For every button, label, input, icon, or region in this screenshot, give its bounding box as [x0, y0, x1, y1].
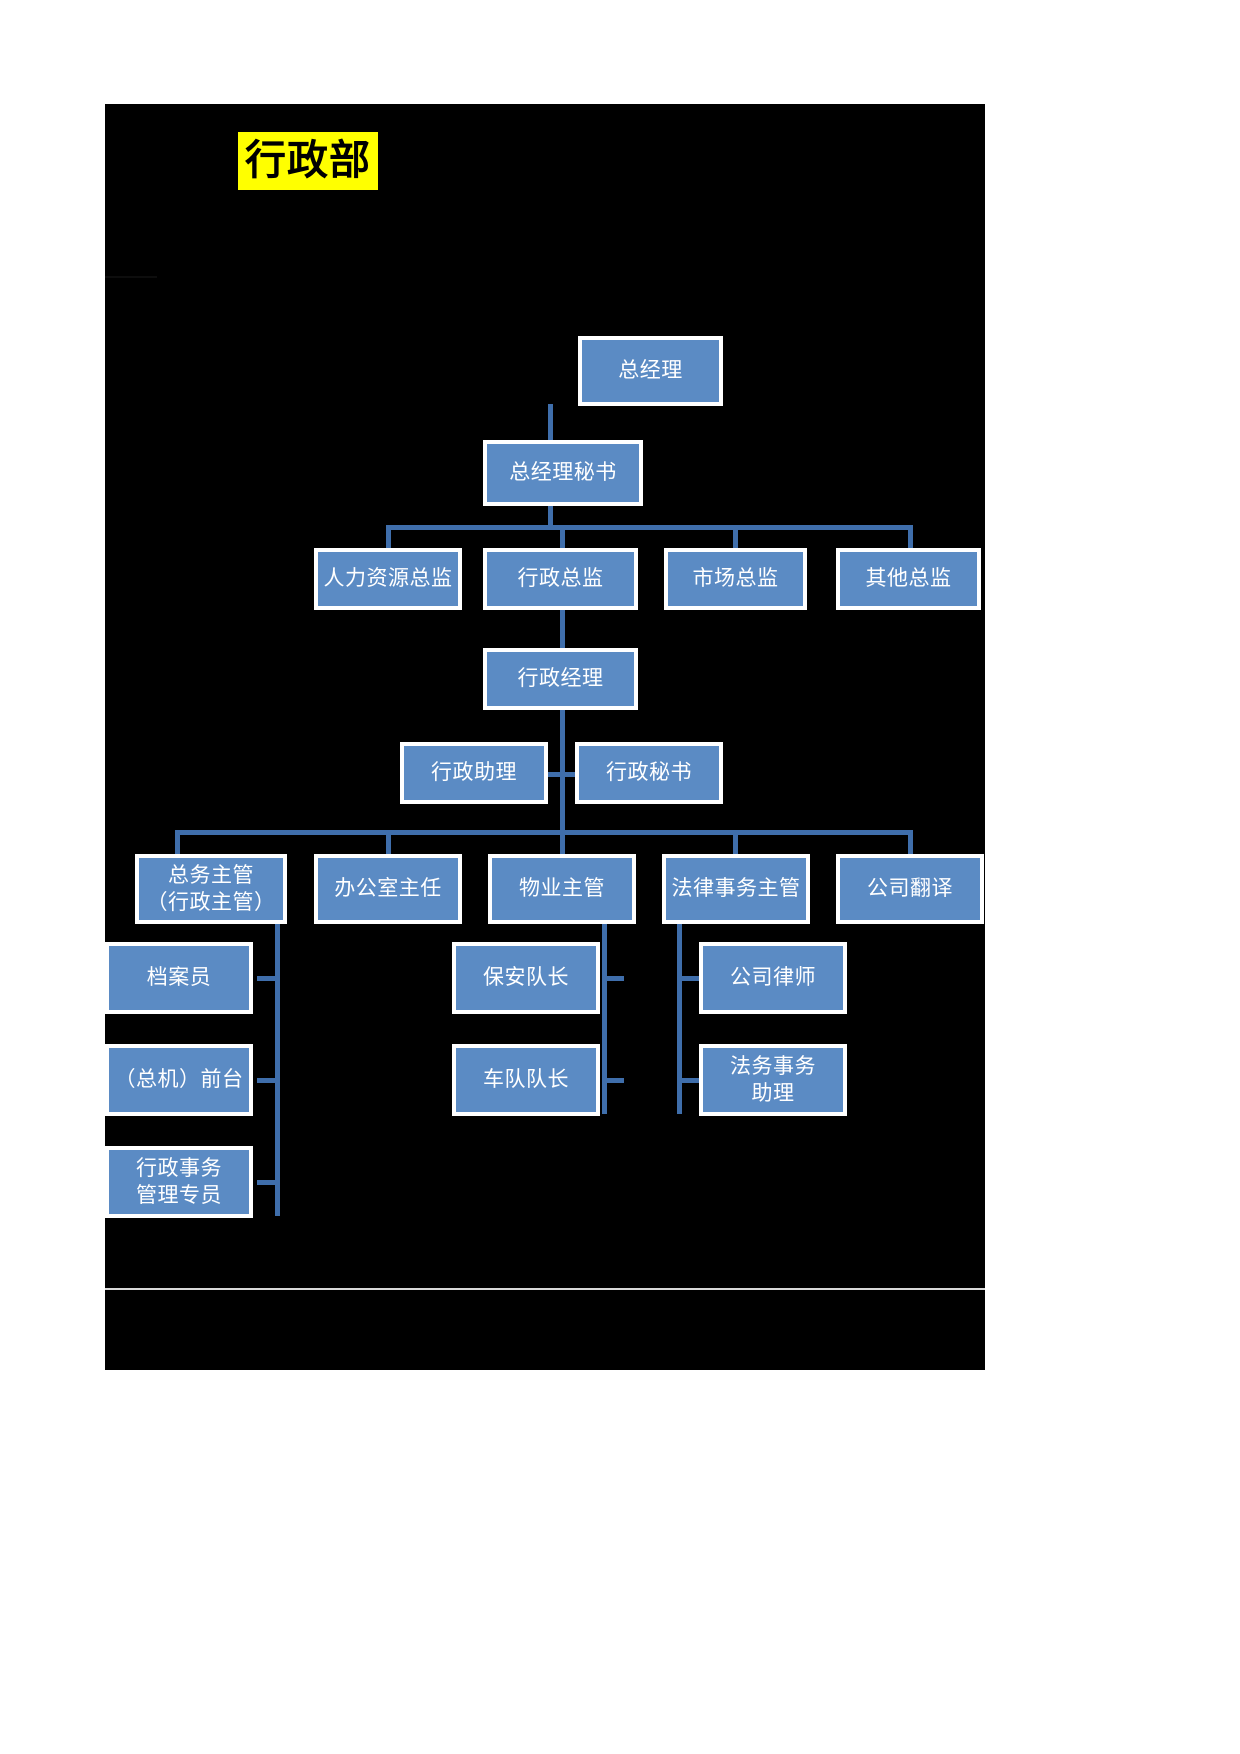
node-label: 物业主管 [519, 876, 605, 901]
connector-to-security-chief [602, 976, 624, 981]
node-hr-director[interactable]: 人力资源总监 [314, 548, 462, 610]
connector-property-spine [602, 912, 607, 1114]
node-general-manager[interactable]: 总经理 [578, 336, 723, 406]
node-fleet-chief[interactable]: 车队队长 [452, 1044, 600, 1116]
node-admin-assistant[interactable]: 行政助理 [400, 742, 548, 804]
node-legal-affairs-assistant[interactable]: 法务事务 助理 [699, 1044, 847, 1116]
node-admin-affairs-specialist[interactable]: 行政事务 管理专员 [105, 1146, 253, 1218]
connector-general-affairs-spine [275, 912, 280, 1216]
node-label: 行政经理 [517, 666, 604, 691]
node-label: 公司律师 [730, 965, 816, 990]
node-label: 法律事务主管 [671, 876, 801, 901]
node-label-line-2: 管理专员 [136, 1183, 222, 1207]
org-chart-sheet: 行政部 [105, 104, 985, 1370]
node-archivist[interactable]: 档案员 [105, 942, 253, 1014]
node-label: 行政助理 [431, 760, 517, 785]
node-general-affairs-supervisor[interactable]: 总务主管 （行政主管） [135, 854, 287, 924]
node-switchboard-reception[interactable]: （总机）前台 [105, 1044, 253, 1116]
node-label-line-2: （行政主管） [146, 890, 276, 914]
node-label: 行政总监 [517, 566, 604, 591]
node-label: 总经理秘书 [509, 460, 617, 485]
node-company-translator[interactable]: 公司翻译 [836, 854, 984, 924]
connector-director-bus [386, 525, 913, 530]
connector-admin-assistant [545, 772, 563, 777]
connector-supervisor-bus [175, 830, 913, 835]
node-label: 其他总监 [865, 566, 952, 591]
node-gm-secretary[interactable]: 总经理秘书 [483, 440, 643, 506]
connector-drop-translator [908, 830, 913, 857]
node-marketing-director[interactable]: 市场总监 [664, 548, 807, 610]
connector-drop-hr [386, 525, 391, 552]
connector-to-company-lawyer [677, 976, 699, 981]
page-title-wrap: 行政部 [238, 132, 378, 191]
connector-drop-other [908, 525, 913, 552]
node-label: 市场总监 [692, 566, 779, 591]
connector-admindir-adminmgr [560, 606, 565, 651]
footer-rule [105, 1288, 985, 1290]
node-label: 行政秘书 [606, 760, 692, 785]
node-other-director[interactable]: 其他总监 [836, 548, 981, 610]
connector-drop-property [560, 830, 565, 857]
connector-drop-admin [560, 525, 565, 552]
node-admin-manager[interactable]: 行政经理 [483, 648, 638, 710]
margin-tick [105, 276, 157, 278]
node-label: （总机）前台 [114, 1067, 244, 1092]
node-label-line-1: 法务事务 [730, 1053, 816, 1078]
connector-admin-secretary [562, 772, 580, 777]
connector-to-admin-specialist [257, 1180, 279, 1185]
connector-drop-market [733, 525, 738, 552]
node-company-lawyer[interactable]: 公司律师 [699, 942, 847, 1014]
connector-to-archivist [257, 976, 279, 981]
node-label: 总经理 [618, 358, 683, 383]
node-label: 人力资源总监 [323, 566, 453, 591]
page-title: 行政部 [238, 132, 378, 191]
node-label: 车队队长 [483, 1067, 569, 1092]
node-label: 公司翻译 [867, 876, 953, 901]
connector-adminmgr-stem [560, 706, 565, 835]
node-label: 保安队长 [483, 965, 569, 990]
connector-to-legal-assistant [677, 1078, 699, 1083]
node-label-line-2: 助理 [751, 1081, 795, 1105]
node-admin-director[interactable]: 行政总监 [483, 548, 638, 610]
node-label-line-1: 行政事务 [136, 1155, 222, 1180]
node-security-chief[interactable]: 保安队长 [452, 942, 600, 1014]
connector-legal-spine [677, 912, 682, 1114]
node-label-line-1: 总务主管 [168, 862, 254, 887]
node-property-supervisor[interactable]: 物业主管 [488, 854, 636, 924]
node-office-director[interactable]: 办公室主任 [314, 854, 462, 924]
connector-drop-legal [733, 830, 738, 857]
connector-drop-general-affairs [175, 830, 180, 857]
connector-to-fleet-chief [602, 1078, 624, 1083]
node-legal-affairs-supervisor[interactable]: 法律事务主管 [662, 854, 810, 924]
node-label: 档案员 [146, 965, 212, 990]
node-label: 办公室主任 [334, 876, 442, 901]
connector-to-reception [257, 1078, 279, 1083]
connector-drop-office-director [386, 830, 391, 857]
node-admin-secretary[interactable]: 行政秘书 [575, 742, 723, 804]
